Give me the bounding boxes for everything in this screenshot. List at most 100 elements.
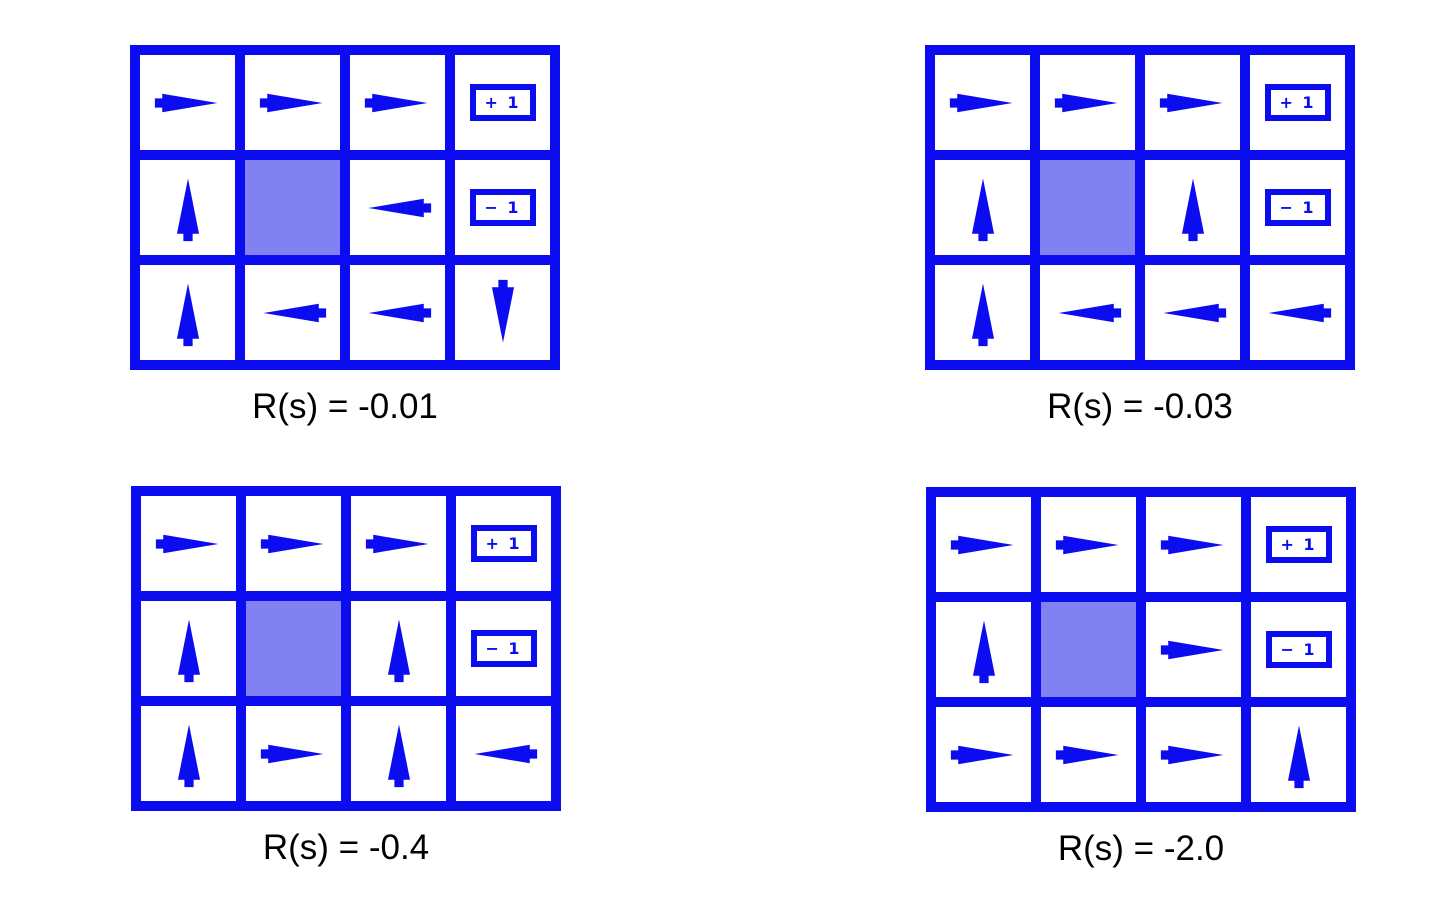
right-arrow-icon xyxy=(950,745,1013,764)
minus-one-box: − 1 xyxy=(470,630,537,667)
policy-cell xyxy=(1250,265,1345,360)
policy-cell xyxy=(246,706,341,801)
terminal-minus-cell: − 1 xyxy=(1250,160,1345,255)
policy-cell xyxy=(456,706,551,801)
policy-grid-2: + 1 − 1 xyxy=(925,45,1355,370)
terminal-minus-cell: − 1 xyxy=(455,160,550,255)
policy-cell xyxy=(351,601,446,696)
minus-one-box: − 1 xyxy=(1265,631,1332,668)
right-arrow-icon xyxy=(1054,93,1117,112)
left-arrow-icon xyxy=(1268,303,1331,322)
wall-cell xyxy=(246,601,341,696)
minus-one-box: − 1 xyxy=(1264,189,1331,226)
policy-cell xyxy=(245,265,340,360)
up-arrow-icon xyxy=(971,178,994,241)
up-arrow-icon xyxy=(177,724,200,787)
policy-cell xyxy=(1145,265,1240,360)
right-arrow-icon xyxy=(260,534,323,553)
plus-one-box: + 1 xyxy=(1265,526,1332,563)
policy-grid-4: + 1 − 1 xyxy=(926,487,1356,812)
policy-cell xyxy=(936,707,1031,802)
policy-cell xyxy=(246,496,341,591)
up-arrow-icon xyxy=(176,178,199,241)
right-arrow-icon xyxy=(259,93,322,112)
policy-cell xyxy=(140,160,235,255)
right-arrow-icon xyxy=(260,744,323,763)
policy-cell xyxy=(1041,497,1136,592)
policy-cell xyxy=(351,706,446,801)
reward-caption-2: R(s) = -0.03 xyxy=(1047,387,1233,426)
grid-block-2: + 1 − 1 R(s) = -0.03 xyxy=(925,45,1355,427)
policy-cell xyxy=(141,706,236,801)
left-arrow-icon xyxy=(1058,303,1121,322)
grid-block-4: + 1 − 1 R(s) = -2.0 xyxy=(926,487,1356,869)
reward-caption-3: R(s) = -0.4 xyxy=(262,828,430,867)
up-arrow-icon xyxy=(177,619,200,682)
policy-cell xyxy=(350,55,445,150)
policy-cell xyxy=(140,55,235,150)
up-arrow-icon xyxy=(387,724,410,787)
right-arrow-icon xyxy=(1055,535,1118,554)
terminal-minus-cell: − 1 xyxy=(1251,602,1346,697)
policy-cell xyxy=(350,265,445,360)
policy-grid-1: + 1 − 1 xyxy=(130,45,560,370)
policy-cell xyxy=(141,601,236,696)
left-arrow-icon xyxy=(263,303,326,322)
policy-grid-3: + 1 − 1 xyxy=(131,486,561,811)
policy-cell xyxy=(141,496,236,591)
wall-cell xyxy=(1040,160,1135,255)
reward-caption-4: R(s) = -2.0 xyxy=(1057,829,1225,868)
policy-cell xyxy=(1040,55,1135,150)
right-arrow-icon xyxy=(154,93,217,112)
terminal-plus-cell: + 1 xyxy=(1251,497,1346,592)
right-arrow-icon xyxy=(364,93,427,112)
policy-cell xyxy=(455,265,550,360)
policy-cell xyxy=(1146,707,1241,802)
plus-one-box: + 1 xyxy=(1264,84,1331,121)
policy-cell xyxy=(1041,707,1136,802)
right-arrow-icon xyxy=(1160,640,1223,659)
reward-caption-1: R(s) = -0.01 xyxy=(252,387,438,426)
terminal-plus-cell: + 1 xyxy=(455,55,550,150)
right-arrow-icon xyxy=(949,93,1012,112)
policy-cell xyxy=(1040,265,1135,360)
policy-cell xyxy=(245,55,340,150)
up-arrow-icon xyxy=(176,283,199,346)
plus-one-box: + 1 xyxy=(470,525,537,562)
policy-cell xyxy=(935,160,1030,255)
policy-cell xyxy=(1146,497,1241,592)
policy-cell xyxy=(936,497,1031,592)
policy-cell xyxy=(935,265,1030,360)
up-arrow-icon xyxy=(971,283,994,346)
policy-cell xyxy=(351,496,446,591)
policy-cell xyxy=(1251,707,1346,802)
minus-one-box: − 1 xyxy=(469,189,536,226)
up-arrow-icon xyxy=(387,619,410,682)
right-arrow-icon xyxy=(1160,535,1223,554)
terminal-plus-cell: + 1 xyxy=(1250,55,1345,150)
right-arrow-icon xyxy=(155,534,218,553)
down-arrow-icon xyxy=(491,279,514,342)
right-arrow-icon xyxy=(1055,745,1118,764)
wall-cell xyxy=(245,160,340,255)
up-arrow-icon xyxy=(1287,725,1310,788)
left-arrow-icon xyxy=(474,744,537,763)
left-arrow-icon xyxy=(368,303,431,322)
grid-block-1: + 1 − 1 R(s) = -0.01 xyxy=(130,45,560,427)
policy-cell xyxy=(140,265,235,360)
left-arrow-icon xyxy=(368,198,431,217)
policy-cell xyxy=(936,602,1031,697)
up-arrow-icon xyxy=(972,620,995,683)
right-arrow-icon xyxy=(1160,745,1223,764)
terminal-plus-cell: + 1 xyxy=(456,496,551,591)
left-arrow-icon xyxy=(1163,303,1226,322)
policy-cell xyxy=(1146,602,1241,697)
policy-cell xyxy=(935,55,1030,150)
right-arrow-icon xyxy=(365,534,428,553)
policy-cell xyxy=(1145,55,1240,150)
grid-block-3: + 1 − 1 R(s) = -0.4 xyxy=(131,486,561,868)
plus-one-box: + 1 xyxy=(469,84,536,121)
right-arrow-icon xyxy=(950,535,1013,554)
policy-cell xyxy=(1145,160,1240,255)
